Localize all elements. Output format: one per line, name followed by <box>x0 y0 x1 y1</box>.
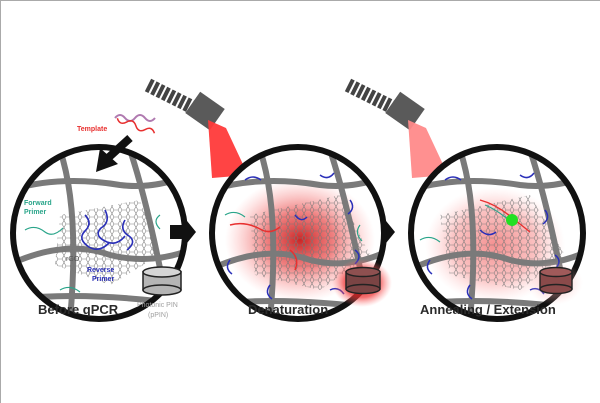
laser-beam <box>408 120 448 178</box>
reverse-primer-label-line1: Reverse <box>87 267 115 274</box>
optical-fiber-icon <box>344 78 448 178</box>
ppin-cylinder-icon <box>142 266 182 296</box>
panel-title-denaturation: Denaturation <box>248 302 329 317</box>
laser-beam <box>208 120 248 178</box>
ppin-cylinder-warm-icon <box>527 261 583 305</box>
ppin-cylinder-glowing-icon <box>332 259 392 307</box>
forward-primer-label-line2: Primer <box>24 209 47 216</box>
ppin-label-line2: (pPIN) <box>148 312 169 319</box>
template-label: Template <box>77 126 108 133</box>
fluorescent-probe-icon <box>506 214 518 226</box>
zoom-circle <box>209 144 387 322</box>
panel-annealing-extension <box>344 78 586 322</box>
step-arrow-1-icon <box>170 216 196 248</box>
zoom-circle <box>408 144 586 322</box>
template-dna-icon <box>114 114 156 134</box>
insert-arrow-icon <box>96 135 133 172</box>
panel-denaturation <box>144 78 392 322</box>
rgo-label: rGO <box>66 256 80 263</box>
panel-title-before-qpcr: Before qPCR <box>38 302 119 317</box>
rgo-network <box>13 147 185 319</box>
optical-fiber-icon <box>144 78 248 178</box>
panel-title-annealing-extension: Annealing / Extension <box>420 302 556 317</box>
forward-primer-label-line1: Forward <box>24 200 52 207</box>
panel-before-qpcr <box>10 114 188 322</box>
reverse-primer-label-line2: Primer <box>92 276 115 283</box>
ppin-label-line1: Photonic PIN <box>137 302 178 309</box>
